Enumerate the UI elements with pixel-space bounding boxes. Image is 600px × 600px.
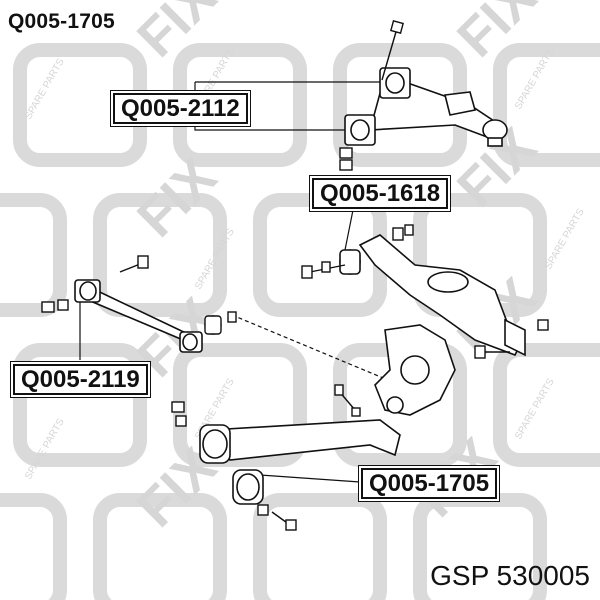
footer-reference: GSP 530005 — [430, 560, 590, 591]
bolt-upper — [339, 20, 404, 171]
bolt-trailing-arm — [301, 224, 549, 359]
callout-upper-arm-bushing: Q005-2112 — [113, 93, 248, 124]
watermark-tagline: SPARE PARTS — [513, 377, 557, 442]
callout-lateral-link-bushing: Q005-2119 — [13, 364, 148, 395]
lower-arm-hardware — [171, 384, 361, 531]
bushing-trailing-arm — [339, 249, 361, 275]
bushing-upper-bottom — [344, 114, 376, 146]
lateral-link-hardware — [41, 255, 237, 335]
trailing-arm — [358, 234, 526, 357]
watermark-tagline: SPARE PARTS — [23, 57, 67, 122]
callout-trailing-arm-bushing: Q005-1618 — [312, 178, 449, 209]
lower-control-arm — [199, 419, 401, 464]
bushing-upper-top — [379, 67, 411, 99]
callout-lower-arm-bushing: Q005-1705 — [361, 468, 498, 499]
bushing-lower — [232, 469, 264, 505]
watermark-tagline: SPARE PARTS — [543, 207, 587, 272]
lateral-link — [74, 279, 203, 353]
knuckle — [374, 324, 456, 416]
header-part-number: Q005-1705 — [8, 10, 115, 33]
